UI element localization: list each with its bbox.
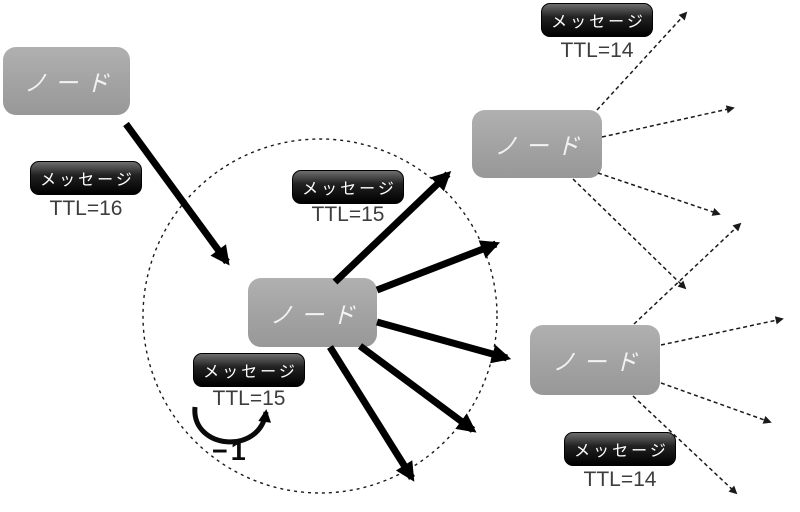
ttl-value-lower-right: TTL=14 [583,468,657,491]
arrow-center-out-southeast [357,343,477,433]
arrow-center-out-south [327,345,415,482]
decrement-arrow [192,406,272,445]
node-origin-label: ノード [24,70,117,96]
message-badge-origin: メッセージ [30,161,142,195]
dashed-arrow-lr-3 [660,382,772,424]
node-origin: ノード [3,47,130,115]
dashed-arrow-ur-1 [596,11,688,111]
onward-arrows-upper-right [572,11,735,290]
node-upper-right: ノード [472,110,602,178]
node-center-label: ノード [270,301,363,328]
flood-arrows [123,121,512,482]
node-lower-right: ノード [530,325,660,395]
minus-one-label: −1 [212,436,249,466]
ttl-value-upper-right: TTL=14 [560,39,634,62]
message-badge-origin-label: メッセージ [40,172,135,189]
node-upper-right-label: ノード [494,133,588,159]
arrow-center-to-upper-right [332,170,452,285]
dashed-arrow-ur-2 [601,105,735,138]
ttl-scope-circle [142,138,498,494]
arrow-center-to-lower-right [376,318,512,364]
message-badge-lower-right: メッセージ [564,432,676,466]
dashed-arrow-lr-4 [632,395,738,495]
dashed-arrow-ur-4 [572,178,687,290]
message-badge-lower-right-label: メッセージ [574,443,669,460]
ttl-value-origin: TTL=16 [49,197,123,220]
node-lower-right-label: ノード [552,349,646,375]
ttl-value-center-top: TTL=15 [311,203,385,226]
dashed-arrow-lr-2 [660,316,784,346]
onward-arrows-lower-right [632,222,784,495]
message-badge-upper-right: メッセージ [541,3,653,37]
arrow-origin-to-center [123,121,230,266]
ttl-value-center-bottom: TTL=15 [212,387,286,410]
message-badge-center-top: メッセージ [292,170,404,204]
node-center: ノード [248,278,377,347]
dashed-arrow-ur-3 [597,172,721,216]
message-badge-upper-right-label: メッセージ [551,14,646,31]
message-badge-center-top-label: メッセージ [302,181,397,198]
message-badge-center-bottom-label: メッセージ [203,364,298,381]
arrow-center-out-east [375,240,501,294]
message-badge-center-bottom: メッセージ [193,353,305,387]
dashed-arrow-lr-1 [633,222,742,325]
